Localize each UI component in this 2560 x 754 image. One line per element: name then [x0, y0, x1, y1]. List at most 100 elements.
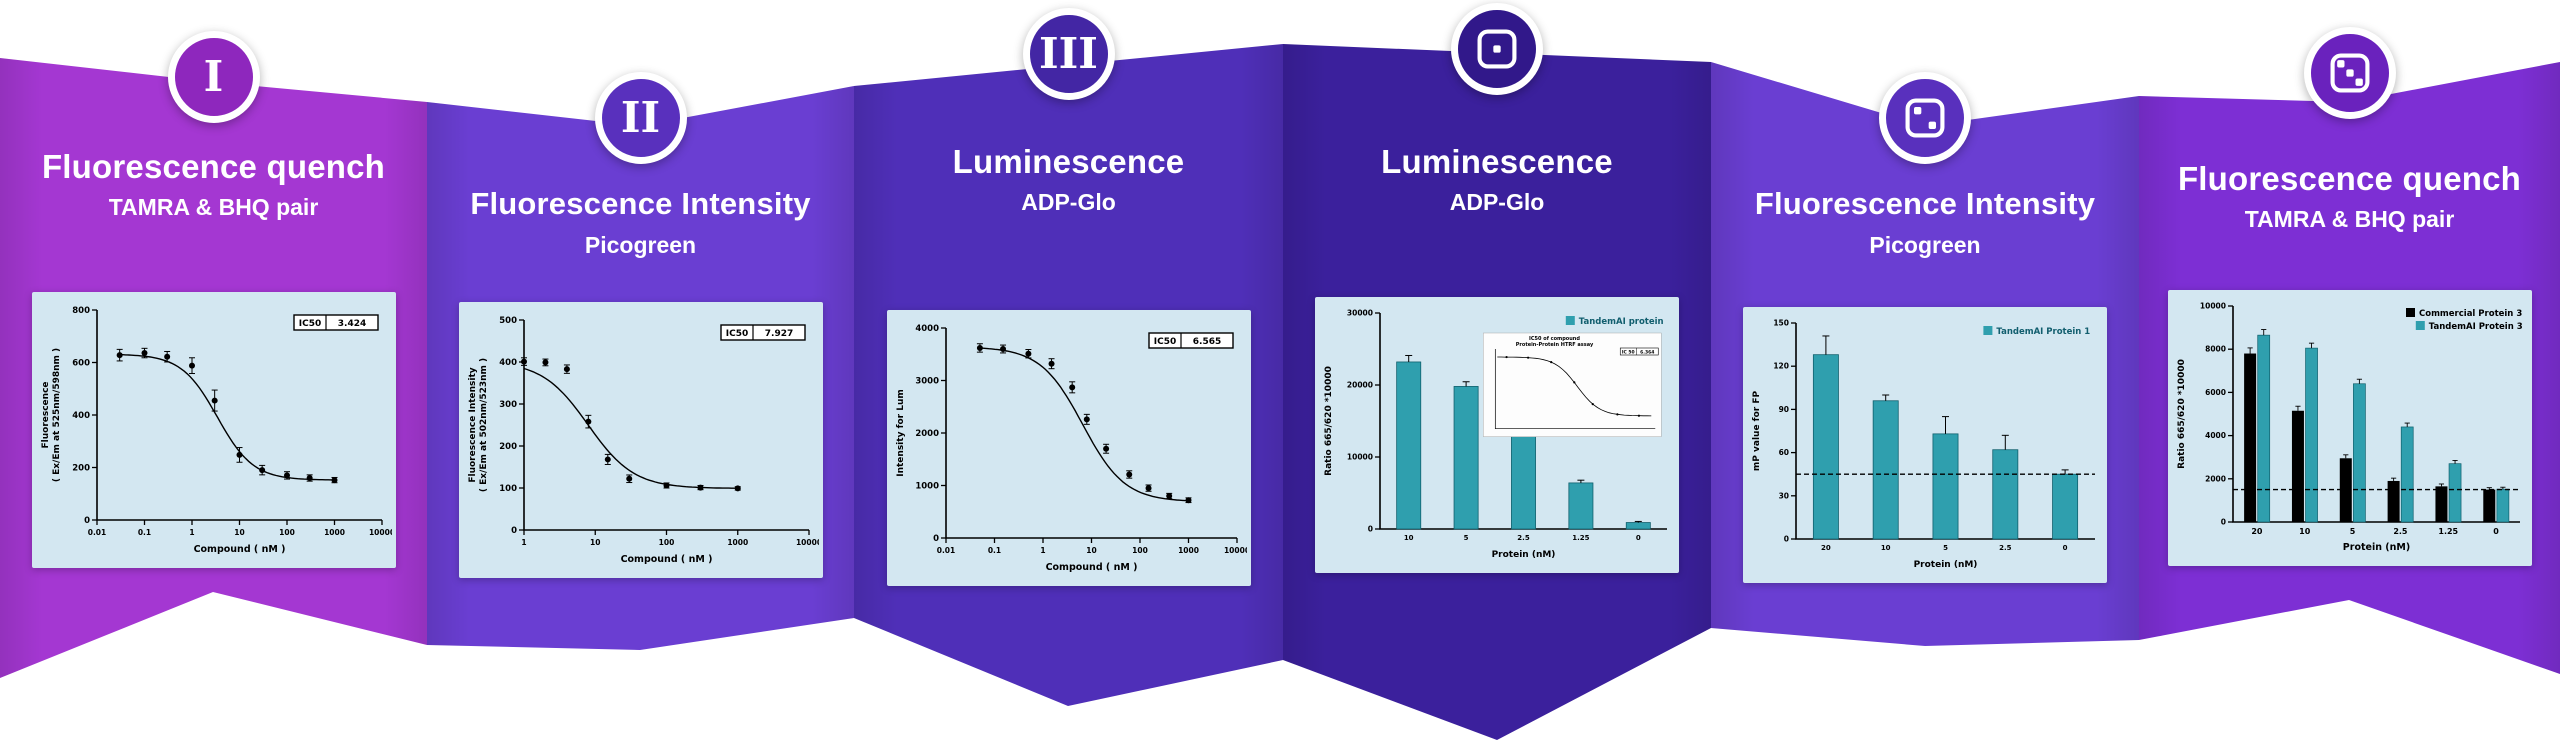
svg-text:200: 200: [72, 464, 90, 474]
svg-text:TandemAI protein: TandemAI protein: [1579, 317, 1664, 327]
svg-text:TandemAI Protein 3: TandemAI Protein 3: [2428, 322, 2522, 332]
panel-subtitle: Picogreen: [1869, 232, 1981, 258]
svg-text:Fluorescence Intensity: Fluorescence Intensity: [468, 367, 478, 482]
panel-title: Luminescence: [952, 143, 1185, 180]
panel-subtitle: TAMRA & BHQ pair: [108, 194, 319, 220]
svg-text:Commercial Protein 3: Commercial Protein 3: [2419, 309, 2522, 319]
svg-text:0.1: 0.1: [137, 528, 150, 537]
svg-text:2.5: 2.5: [2393, 527, 2408, 536]
die-2-icon: [1905, 98, 1945, 138]
svg-text:10: 10: [234, 528, 244, 537]
svg-text:30: 30: [1779, 491, 1789, 500]
svg-text:0.01: 0.01: [936, 546, 955, 555]
svg-text:90: 90: [1779, 405, 1789, 414]
dose-response-chart-picogreen: 0100200300400500110100100010000Compound …: [468, 316, 819, 565]
svg-text:Compound ( nM ): Compound ( nM ): [1045, 562, 1137, 573]
svg-text:8000: 8000: [2205, 345, 2226, 354]
svg-text:2000: 2000: [2205, 474, 2226, 483]
svg-text:Fluorescence: Fluorescence: [41, 381, 51, 448]
dose-response-chart-adpglo: 010002000300040000.010.1110100100010000C…: [896, 324, 1247, 573]
svg-text:TandemAI Protein 1: TandemAI Protein 1: [1996, 327, 2090, 337]
svg-text:10000: 10000: [2199, 302, 2225, 311]
die-3-icon: [2330, 53, 2369, 93]
svg-text:1000: 1000: [727, 538, 748, 547]
svg-text:6.364: 6.364: [1640, 349, 1654, 355]
svg-text:1: 1: [521, 538, 526, 547]
panel-fluorescence-intensity-compound: II Fluorescence Intensity Picogreen 0 100…: [427, 0, 854, 754]
svg-text:0: 0: [1636, 534, 1641, 542]
svg-text:10000: 10000: [1347, 453, 1373, 462]
svg-text:( Ex/Em at 502nm/523nm ): ( Ex/Em at 502nm/523nm ): [479, 358, 489, 492]
svg-text:3.424: 3.424: [337, 319, 365, 329]
svg-text:1: 1: [189, 528, 194, 537]
svg-text:500: 500: [499, 316, 517, 326]
svg-text:( Ex/Em at 525nm/598nm ): ( Ex/Em at 525nm/598nm ): [52, 348, 62, 482]
svg-text:4000: 4000: [915, 324, 939, 334]
badge-roman-numeral-1: I: [167, 31, 260, 123]
svg-text:10000: 10000: [368, 528, 391, 537]
svg-text:2.5: 2.5: [1999, 544, 2012, 552]
panel-title: Fluorescence quench: [41, 148, 386, 185]
svg-text:4000: 4000: [2205, 431, 2226, 440]
svg-text:30000: 30000: [1347, 309, 1373, 318]
svg-text:IC50: IC50: [725, 329, 747, 339]
svg-text:10000: 10000: [1223, 546, 1246, 555]
svg-text:10: 10: [1086, 546, 1096, 555]
svg-text:0: 0: [1368, 525, 1373, 534]
panel-title: Fluorescence Intensity: [470, 186, 811, 221]
svg-text:0: 0: [2063, 544, 2068, 552]
svg-text:Protein-Protein HTRF assay: Protein-Protein HTRF assay: [1516, 342, 1594, 348]
svg-text:20: 20: [2251, 527, 2263, 536]
badge-roman-numeral-2: II: [594, 72, 687, 164]
badge-die-3: [2303, 27, 2396, 119]
svg-text:60: 60: [1779, 448, 1789, 457]
panel-subtitle: Picogreen: [584, 232, 697, 258]
svg-text:IC50 of compound: IC50 of compound: [1529, 336, 1580, 342]
svg-text:IC 50: IC 50: [1622, 349, 1635, 355]
svg-text:100: 100: [499, 484, 517, 494]
svg-text:20000: 20000: [1347, 381, 1373, 390]
svg-text:3000: 3000: [915, 377, 939, 387]
svg-text:10000: 10000: [795, 538, 818, 547]
panel-title: Fluorescence quench: [2177, 160, 2522, 197]
svg-text:200: 200: [499, 442, 517, 452]
svg-text:100: 100: [658, 538, 674, 547]
svg-text:10: 10: [1881, 544, 1891, 552]
svg-text:100: 100: [279, 528, 295, 537]
svg-text:0: 0: [511, 526, 517, 536]
dose-response-chart-quench: 02004006008000.010.1110100100010000Compo…: [41, 306, 392, 555]
svg-text:20: 20: [1821, 544, 1831, 552]
svg-text:mP value for FP: mP value for FP: [1752, 391, 1762, 472]
svg-text:IC50: IC50: [1153, 337, 1175, 347]
badge-die-1: [1451, 3, 1543, 95]
svg-text:10: 10: [590, 538, 600, 547]
svg-text:300: 300: [499, 400, 517, 410]
roman-numeral-ii: II: [620, 93, 661, 142]
svg-text:Ratio 665/620 *10000: Ratio 665/620 *10000: [2177, 359, 2187, 469]
svg-text:120: 120: [1773, 362, 1789, 371]
panel-subtitle: ADP-Glo: [1021, 189, 1116, 215]
svg-text:Protein (nM): Protein (nM): [1914, 560, 1978, 570]
panel-fluorescence-quench-compound: I Fluorescence quench TAMRA & BHQ pair 0…: [0, 0, 427, 754]
svg-text:5: 5: [1943, 544, 1948, 552]
roman-numeral-iii: III: [1039, 29, 1098, 78]
svg-text:1: 1: [1040, 546, 1045, 555]
svg-text:0: 0: [2220, 518, 2225, 527]
svg-text:800: 800: [72, 306, 90, 316]
svg-text:600: 600: [72, 359, 90, 369]
panel-subtitle: ADP-Glo: [1449, 189, 1545, 215]
badge-die-2: [1879, 72, 1971, 164]
svg-text:1000: 1000: [1178, 546, 1199, 555]
svg-text:2.5: 2.5: [1517, 534, 1530, 542]
svg-text:5: 5: [1464, 534, 1469, 542]
svg-text:Protein (nM): Protein (nM): [2342, 542, 2409, 553]
